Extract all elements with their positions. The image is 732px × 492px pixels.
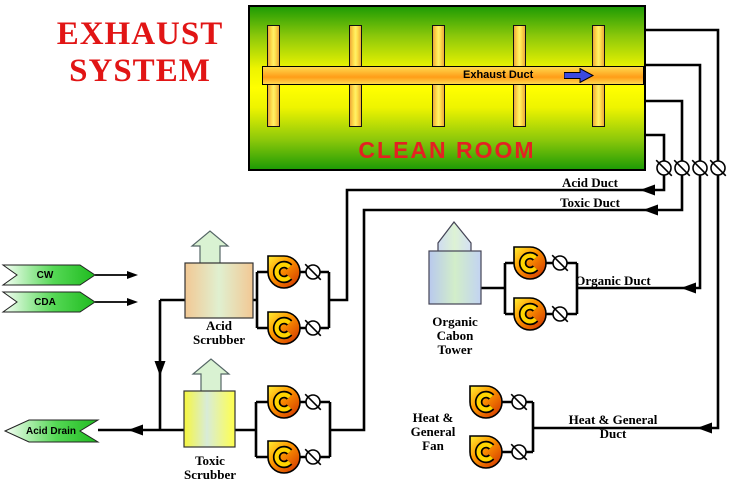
toxic-fan-icon: [268, 441, 300, 473]
acid-scrubber-vessel: [184, 262, 254, 319]
label-line: Acid: [206, 318, 232, 333]
cda-chevron-icon: [1, 291, 96, 313]
acid-fan-icon: [268, 312, 300, 344]
page-title-line1: EXHAUST: [56, 16, 224, 52]
acid-duct-pipe: [329, 133, 666, 302]
clean-room-label: CLEAN ROOM: [358, 137, 536, 163]
toxic-fan-icon: [268, 386, 300, 418]
label-line: Organic: [432, 314, 478, 329]
cw-chevron-icon: [1, 264, 96, 286]
valve-icon: [304, 448, 322, 466]
organic-fan-icon: [514, 247, 546, 279]
organic-fan-icon: [514, 298, 546, 330]
exhaust-duct-label: Exhaust Duct: [463, 69, 534, 81]
exhaust-duct-band: Exhaust Duct: [262, 66, 644, 85]
clean-room-box: Exhaust Duct CLEAN ROOM: [248, 5, 646, 171]
acid-drain-chevron-icon: [3, 419, 100, 443]
label-line: Scrubber: [184, 467, 236, 482]
organic-duct-valve-icon: [691, 159, 709, 177]
acid-duct-label: Acid Duct: [562, 175, 618, 190]
heat-general-duct-label: Heat & General Duct: [568, 412, 658, 441]
valve-icon: [551, 305, 569, 323]
cda-arrowhead: [127, 298, 138, 306]
toxic-duct-label: Toxic Duct: [560, 195, 620, 210]
toxic-scrubber-vent-arrow-icon: [191, 358, 231, 393]
acid-drain-label: Acid Drain: [25, 426, 76, 437]
cw-arrowhead: [127, 271, 138, 279]
valve-icon: [510, 443, 528, 461]
page-title-line2: SYSTEM: [69, 53, 211, 89]
label-line: Cabon: [436, 328, 474, 343]
heat-general-fan-icon: [470, 436, 502, 468]
toxic-duct-pipe: [330, 99, 684, 432]
acid-scrubber-label: Acid Scrubber: [184, 319, 254, 347]
heat-general-duct-pipe: [533, 28, 720, 430]
organic-duct-pipe: [577, 63, 702, 290]
organic-carbon-tower-label: Organic Cabon Tower: [420, 315, 490, 357]
cw-label: CW: [36, 270, 54, 281]
label-line: General: [410, 424, 456, 439]
toxic-scrubber-vessel: [183, 390, 236, 448]
heat-general-fan-icon: [470, 386, 502, 418]
valve-icon: [304, 263, 322, 281]
valve-icon: [510, 393, 528, 411]
label-line: Fan: [422, 438, 444, 453]
exhaust-flow-arrow-icon: [564, 68, 595, 83]
acid-drain-pipe: [98, 298, 185, 432]
label-line: Heat &: [412, 410, 454, 425]
toxic-scrubber-label: Toxic Scrubber: [175, 454, 245, 482]
page-title: EXHAUST SYSTEM: [40, 16, 240, 90]
valve-icon: [304, 393, 322, 411]
acid-scrubber-vent-arrow-icon: [190, 230, 230, 265]
valve-icon: [551, 254, 569, 272]
acid-drain-arrowhead: [128, 424, 143, 436]
toxic-duct-valve-icon: [673, 159, 691, 177]
label-line: Tower: [437, 342, 473, 357]
cda-label: CDA: [34, 297, 56, 308]
valve-icon: [304, 319, 322, 337]
label-line: Toxic: [195, 453, 225, 468]
heat-duct-valve-icon: [709, 159, 727, 177]
organic-carbon-tower-vessel: [428, 221, 482, 305]
acid-fan-icon: [268, 256, 300, 288]
organic-duct-label: Organic Duct: [575, 273, 651, 288]
drain-down-arrowhead: [154, 361, 166, 376]
heat-general-fan-label: Heat & General Fan: [398, 411, 468, 453]
toxic-duct-arrowhead: [643, 204, 658, 216]
label-line: Scrubber: [193, 332, 245, 347]
acid-duct-valve-icon: [655, 159, 673, 177]
organic-duct-arrowhead: [681, 282, 696, 294]
heat-general-duct-arrowhead: [697, 422, 712, 434]
acid-duct-arrowhead: [640, 184, 655, 196]
